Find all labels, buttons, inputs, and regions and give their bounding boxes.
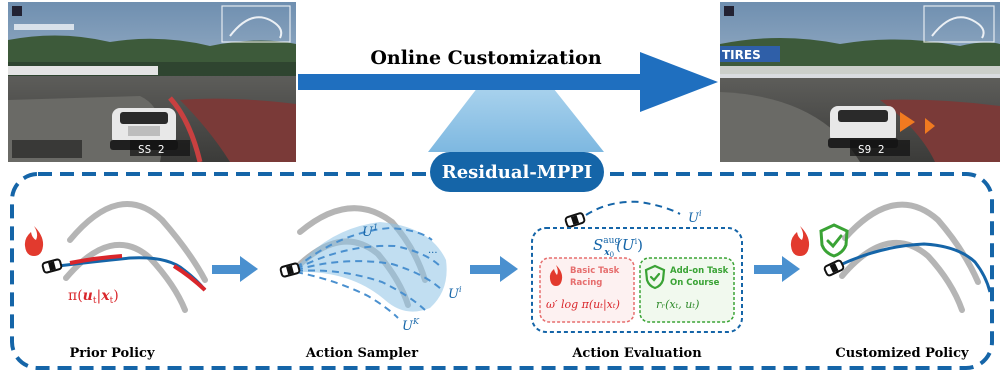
sampler-car-icon	[279, 262, 301, 278]
basic-task-box: Basic Task Racing ω′ log π(uₜ|xₜ)	[539, 257, 635, 323]
customized-car-icon	[823, 259, 845, 277]
flow-arrow-3	[754, 256, 800, 282]
prior-policy-caption: Prior Policy	[69, 346, 154, 361]
evaluation-car-icon	[564, 212, 586, 228]
customized-policy-caption: Customized Policy	[835, 346, 969, 361]
residual-mppi-pill: Residual-MPPI	[430, 152, 604, 192]
residual-mppi-label: Residual-MPPI	[442, 162, 592, 183]
action-evaluation-caption: Action Evaluation	[571, 346, 702, 361]
left-hud-value: SS 2	[138, 143, 165, 156]
addon-task-formula: rᵣ(xₜ, uₜ)	[656, 298, 699, 311]
addon-task-subtitle: On Course	[670, 278, 720, 288]
customized-policy-panel: Customized Policy	[790, 201, 992, 361]
right-game-screenshot: TIRES S9 2	[720, 2, 1000, 162]
right-minimap-icon	[923, 5, 995, 43]
basic-task-fire-icon	[549, 265, 563, 286]
customized-shield-icon	[819, 223, 849, 258]
left-hud-bar	[14, 24, 74, 30]
sample-label-ui: Ui	[448, 285, 462, 302]
customized-fire-icon	[790, 226, 810, 256]
prior-policy-formula: π(ut|xt)	[68, 288, 119, 306]
sample-dots: ···	[428, 248, 438, 259]
action-sampler-panel: U1 Ui UK ··· Action Sampler	[279, 205, 462, 361]
addon-task-title: Add-on Task	[670, 266, 729, 276]
evaluation-traj-label: Ui	[688, 209, 702, 226]
left-game-screenshot: SS 2	[8, 2, 296, 162]
sample-fan	[296, 222, 447, 312]
left-minimap-icon	[221, 5, 291, 43]
right-hud-value: S9 2	[858, 143, 885, 156]
prior-car-icon	[41, 258, 63, 274]
traffic-cone-icon	[900, 112, 915, 132]
basic-task-title: Basic Task	[570, 266, 620, 276]
right-hud-position-icon	[724, 6, 734, 16]
flow-arrow-2	[470, 256, 518, 282]
right-banner-text: TIRES	[722, 48, 761, 62]
addon-task-shield-icon	[644, 264, 666, 290]
online-customization-arrow	[298, 52, 718, 112]
flow-arrow-1	[212, 256, 258, 282]
prior-fire-icon	[24, 226, 44, 256]
addon-task-box: Add-on Task On Course rᵣ(xₜ, uₜ)	[639, 257, 735, 323]
left-hud-position-icon	[12, 6, 22, 16]
evaluation-box	[531, 227, 743, 333]
basic-task-subtitle: Racing	[570, 278, 602, 288]
sample-label-u1: U1	[362, 223, 378, 240]
prior-policy-panel: π(ut|xt) Prior Policy	[24, 201, 208, 361]
action-sampler-caption: Action Sampler	[305, 346, 418, 361]
basic-task-formula: ω′ log π(uₜ|xₜ)	[546, 298, 620, 312]
sample-label-uk: UK	[402, 317, 420, 334]
online-customization-label: Online Customization	[370, 47, 601, 69]
mppi-beam	[428, 74, 604, 152]
